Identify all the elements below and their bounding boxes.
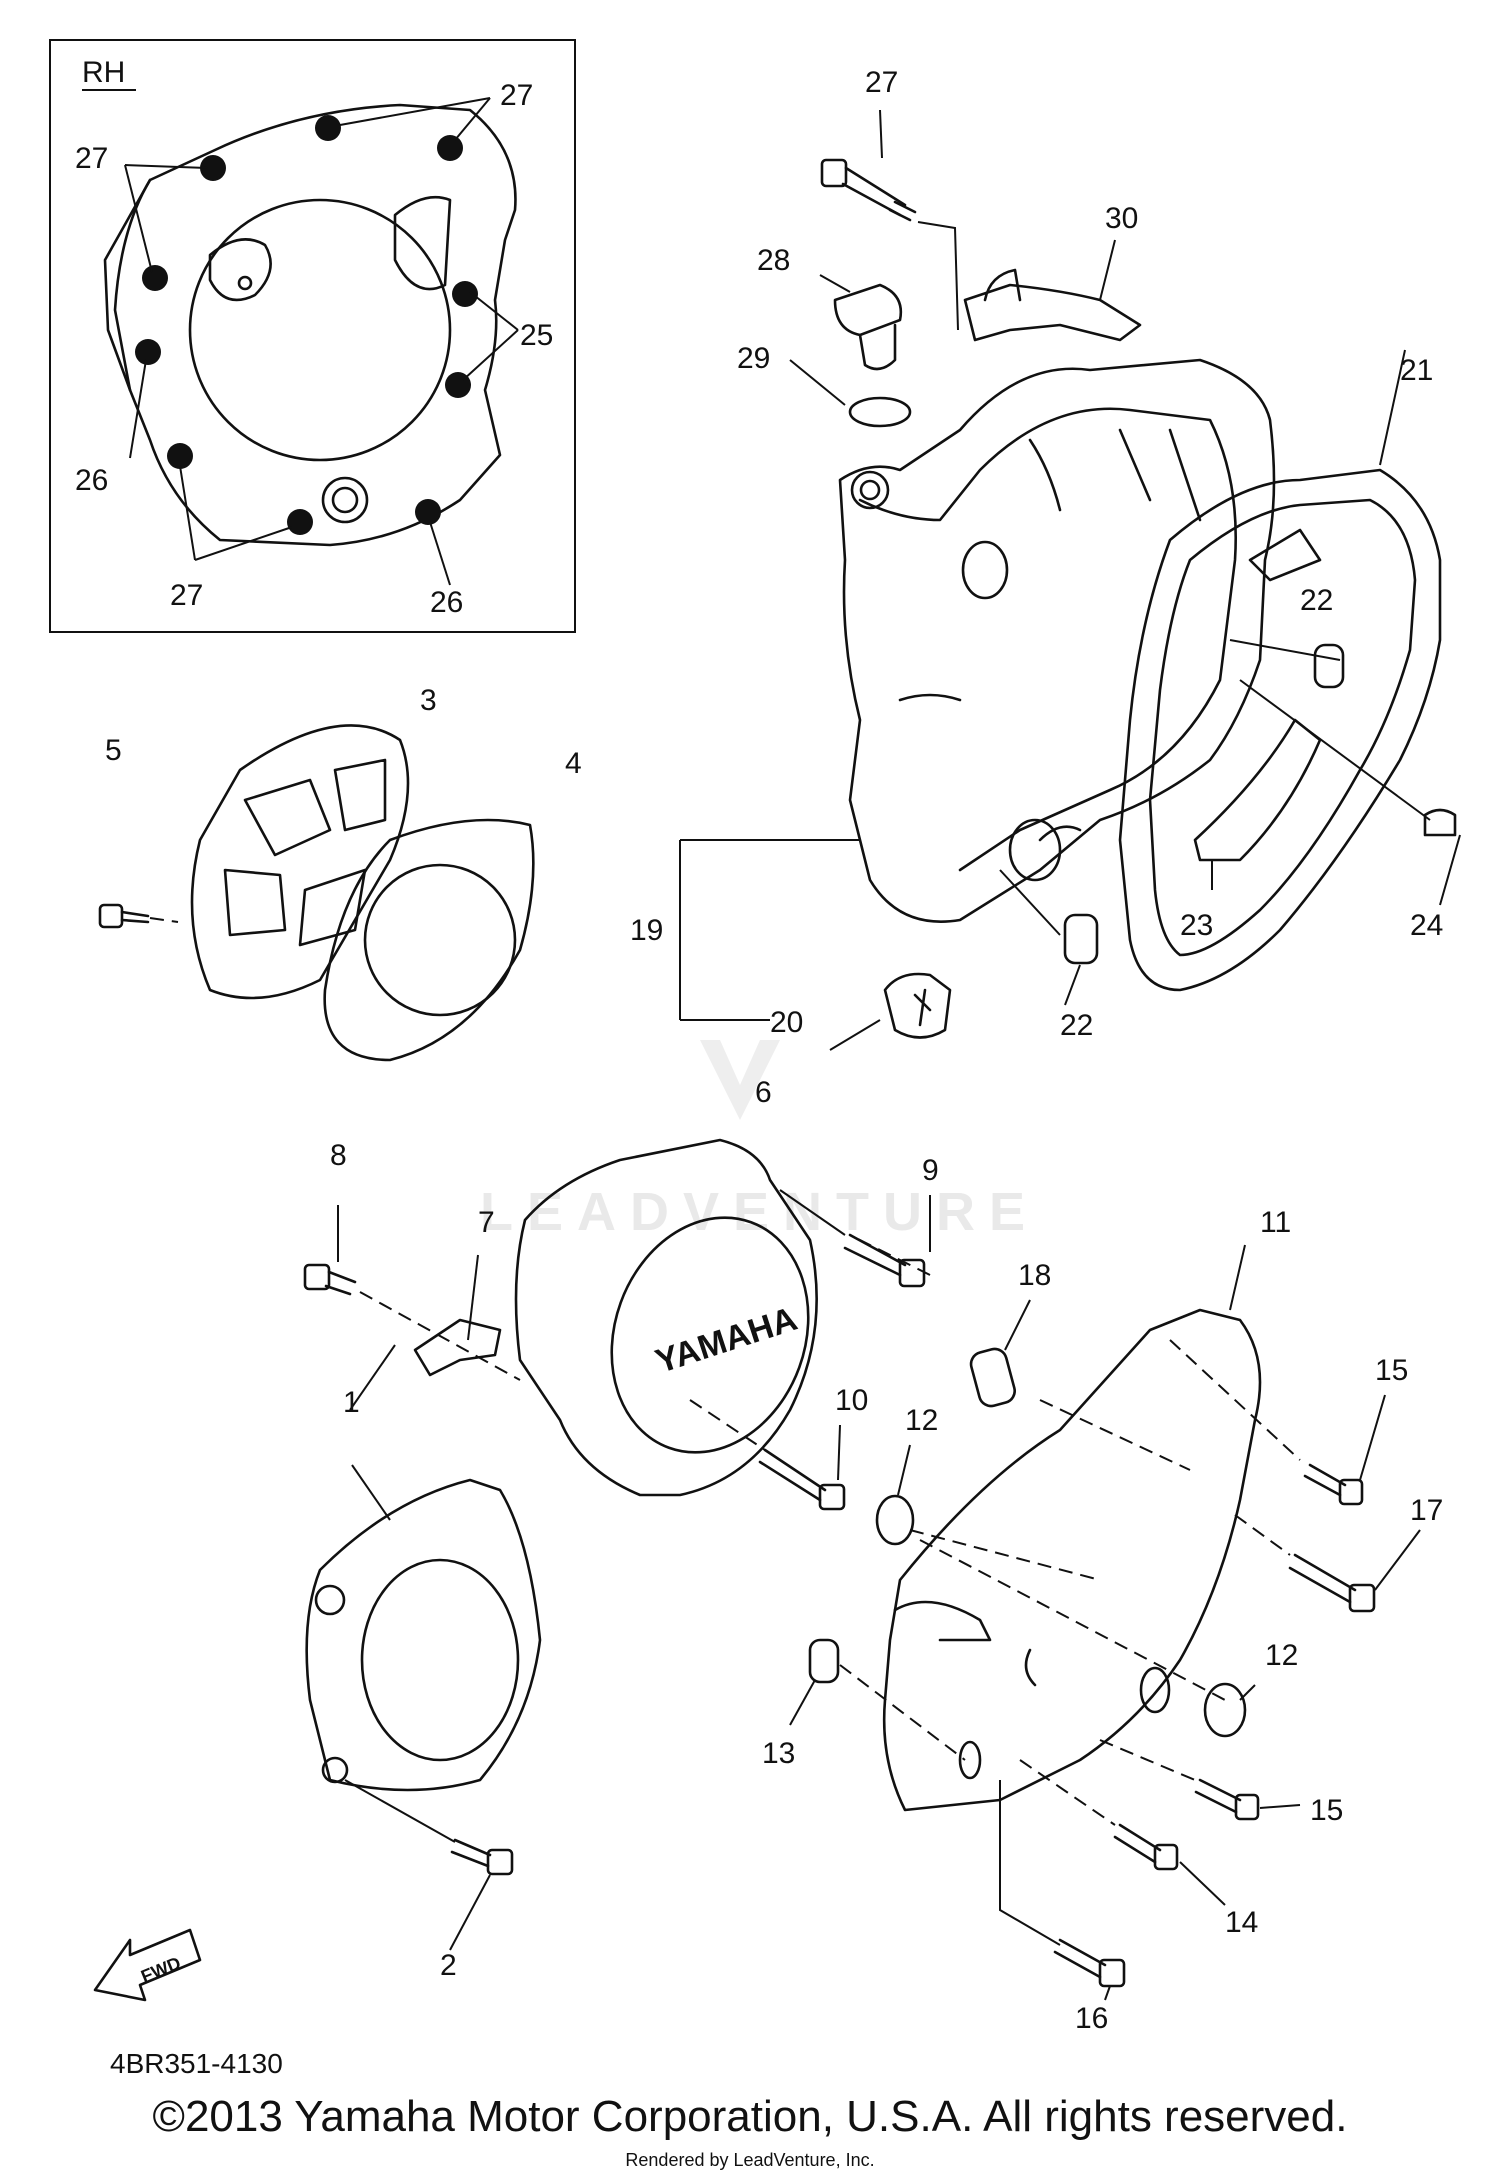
callout-14: 14 [1225, 1906, 1258, 1939]
callout-10: 10 [835, 1384, 868, 1417]
part-23-seal [1193, 718, 1322, 862]
inset-bolt-dots [135, 115, 478, 535]
callout-5: 5 [105, 734, 122, 767]
part-2-bolt [344, 1779, 514, 1876]
part-12-seal-a [875, 1494, 915, 1546]
callout-15-a: 15 [1375, 1354, 1408, 1387]
fwd-arrow-icon: FWD [93, 1928, 202, 2002]
part-10-bolt [758, 1448, 846, 1511]
callout-27-b: 27 [75, 142, 108, 175]
inset-frame [49, 39, 576, 633]
part-5-bolt [98, 903, 179, 929]
callout-15-b: 15 [1310, 1794, 1343, 1827]
callout-25: 25 [520, 319, 553, 352]
callout-9: 9 [922, 1154, 939, 1187]
assembly-dash-lines [689, 1234, 1301, 1826]
callout-22-b: 22 [1060, 1009, 1093, 1042]
inset-leaders [124, 97, 519, 586]
callout-12-a: 12 [905, 1404, 938, 1437]
part-8-bolt [303, 1263, 521, 1381]
callout-24: 24 [1410, 909, 1443, 942]
callout-17: 17 [1410, 1494, 1443, 1527]
callout-19: 19 [630, 914, 663, 947]
callout-21: 21 [1400, 354, 1433, 387]
upper-right-leaders [679, 109, 1461, 1021]
fwd-arrow-label: FWD [138, 1953, 183, 1987]
callout-23: 23 [1180, 909, 1213, 942]
part-14-bolt [1113, 1823, 1179, 1871]
part-15-bolt-a [1303, 1463, 1364, 1506]
callout-12-b: 12 [1265, 1639, 1298, 1672]
callout-22-a: 22 [1300, 584, 1333, 617]
part-7-clip [413, 1318, 502, 1377]
part-22-dowels [1063, 643, 1345, 965]
part-28-plug [833, 283, 903, 371]
part-13-dowel [808, 1638, 966, 1761]
part-1-generator-cover [305, 1478, 542, 1792]
part-24-bolt [1423, 808, 1457, 837]
part-21-gasket [1118, 468, 1442, 992]
rendered-by-notice: Rendered by LeadVenture, Inc. [625, 2150, 875, 2170]
callout-30: 30 [1105, 202, 1138, 235]
callout-2: 2 [440, 1949, 457, 1982]
copyright-notice: ©2013 Yamaha Motor Corporation, U.S.A. A… [152, 2092, 1348, 2141]
part-30-bracket [963, 268, 1142, 342]
watermark: LEADVENTURE [480, 1040, 1039, 1242]
callout-27-c: 27 [170, 579, 203, 612]
part-16-bolt [999, 1780, 1126, 1988]
part-11-sprocket-cover [882, 1308, 1262, 1812]
part-3-plate [190, 724, 410, 1000]
callout-3: 3 [420, 684, 437, 717]
callout-18: 18 [1018, 1259, 1051, 1292]
part-12-seal-b [1203, 1682, 1247, 1738]
callout-11: 11 [1260, 1206, 1291, 1239]
part-15-bolt-b [1194, 1778, 1260, 1821]
part-20-cap [829, 972, 952, 1051]
part-29-o-ring [848, 396, 912, 428]
callout-27-d: 27 [865, 66, 898, 99]
part-17-bolt [1288, 1553, 1376, 1613]
callout-29: 29 [737, 342, 770, 375]
watermark-text: LEADVENTURE [480, 1182, 1039, 1242]
callout-26-a: 26 [75, 464, 108, 497]
part-27-bolt [820, 158, 959, 331]
callout-27-a: 27 [500, 79, 533, 112]
cover-logo-text: YAMAHA [651, 1300, 802, 1381]
inset-title: RH [82, 56, 125, 89]
callout-1: 1 [343, 1386, 360, 1419]
rh-inset: RH [49, 39, 576, 633]
callout-13: 13 [762, 1737, 795, 1770]
part-4-gasket [323, 818, 535, 1062]
callout-28: 28 [757, 244, 790, 277]
part-code: 4BR351-4130 [110, 2048, 283, 2079]
callout-8: 8 [330, 1139, 347, 1172]
callout-7: 7 [478, 1206, 495, 1239]
callout-4: 4 [565, 747, 582, 780]
callout-20: 20 [770, 1006, 803, 1039]
callout-6: 6 [755, 1076, 772, 1109]
lower-leaders [337, 1195, 1421, 2001]
part-18-dowel [969, 1347, 1016, 1408]
rh-crankcase-cover [103, 103, 517, 547]
callout-26-b: 26 [430, 586, 463, 619]
callout-labels: 27 27 25 26 27 26 27 30 28 29 21 22 19 2… [75, 66, 1443, 2035]
callout-16: 16 [1075, 2002, 1108, 2035]
part-19-crankcase-cover [838, 358, 1276, 923]
